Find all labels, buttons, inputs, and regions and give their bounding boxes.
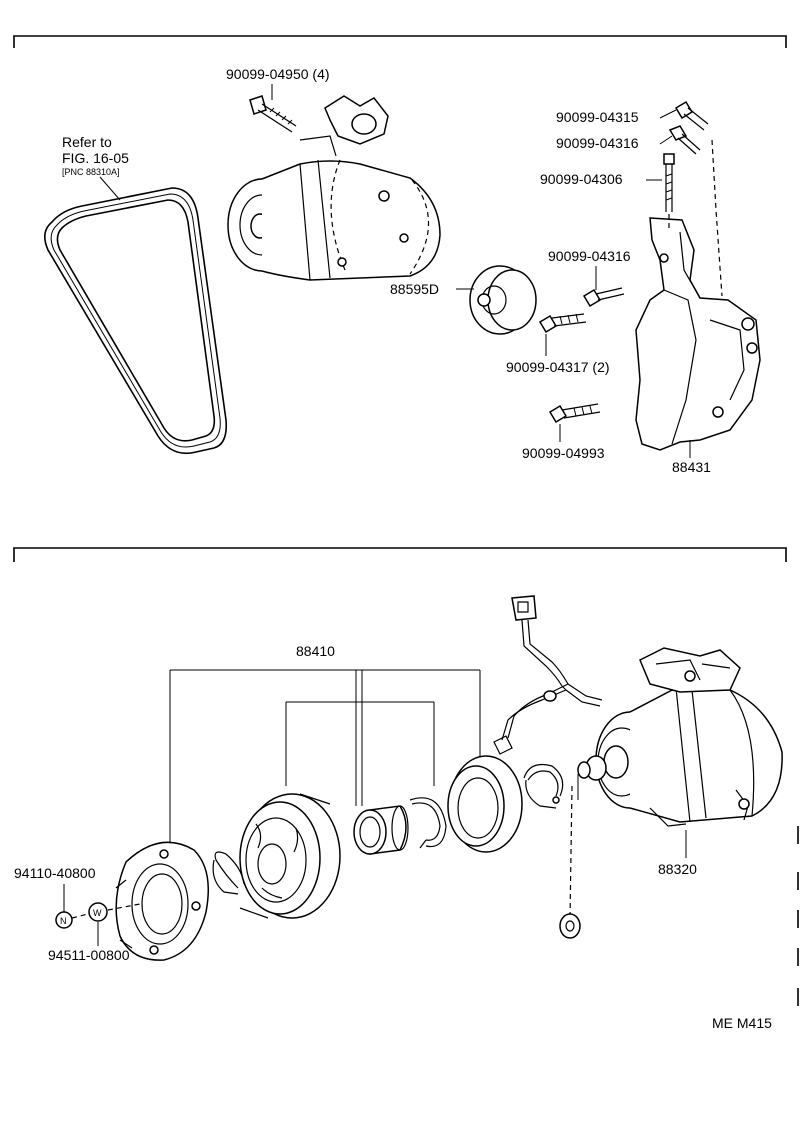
compressor-bracket	[635, 217, 761, 451]
clutch-pulley	[239, 793, 341, 919]
bottom-section-frame	[13, 547, 787, 562]
coil-wire-harness	[501, 595, 603, 741]
hub-washer: W	[88, 902, 108, 922]
snap-ring-middle	[409, 797, 447, 849]
compressor-top-drawing	[227, 95, 441, 281]
bolt-04317	[538, 313, 587, 334]
hub-nut: N	[55, 911, 73, 929]
label-bolt-04993: 90099-04993	[522, 445, 605, 461]
label-bolt-04306: 90099-04306	[540, 171, 623, 187]
bolt-04993	[548, 403, 601, 424]
label-bolt-04316-lower: 90099-04316	[548, 248, 631, 264]
figure-code: ME M415	[712, 1015, 772, 1031]
drive-belt	[44, 187, 228, 455]
pressure-plate	[115, 841, 209, 961]
compressor-bolt	[249, 95, 297, 133]
fastener-axis	[71, 903, 141, 919]
label-bolt-04317: 90099-04317 (2)	[506, 359, 610, 375]
label-bolt-04316-upper: 90099-04316	[556, 135, 639, 151]
snap-ring-right	[523, 763, 564, 809]
bolt-04316-upper	[668, 125, 701, 155]
shaft-centerline	[569, 785, 573, 919]
bolt-04315	[674, 100, 709, 131]
label-compressor-bottom: 88320	[658, 861, 697, 877]
label-idler-pulley: 88595D	[390, 281, 439, 297]
compressor-bottom-drawing	[577, 647, 783, 827]
belt-ref-line1: Refer to	[62, 134, 112, 150]
shaft-shim	[559, 913, 581, 939]
washer-marker: W	[93, 908, 102, 918]
nut-marker: N	[60, 916, 67, 926]
label-clutch-assy: 88410	[296, 643, 335, 659]
label-bolt-04315: 90099-04315	[556, 109, 639, 125]
field-coil	[447, 735, 523, 853]
label-washer: 94511-00800	[48, 947, 130, 963]
label-bolt-compressor: 90099-04950 (4)	[226, 66, 330, 82]
belt-ref-line3: [PNC 88310A]	[62, 167, 120, 177]
clutch-assy-leaders	[169, 669, 481, 844]
bolt-04316-lower	[582, 287, 625, 308]
belt-ref-line2: FIG. 16-05	[62, 150, 129, 166]
snap-ring-left	[212, 851, 245, 895]
idler-pulley	[469, 265, 537, 335]
belt-reference-note: Refer to FIG. 16-05 [PNC 88310A]	[62, 134, 129, 201]
top-section-frame	[13, 35, 787, 48]
label-bracket: 88431	[672, 459, 711, 475]
label-nut: 94110-40800	[14, 865, 96, 881]
bolt-04306	[663, 153, 675, 212]
pulley-bearing	[353, 805, 409, 855]
